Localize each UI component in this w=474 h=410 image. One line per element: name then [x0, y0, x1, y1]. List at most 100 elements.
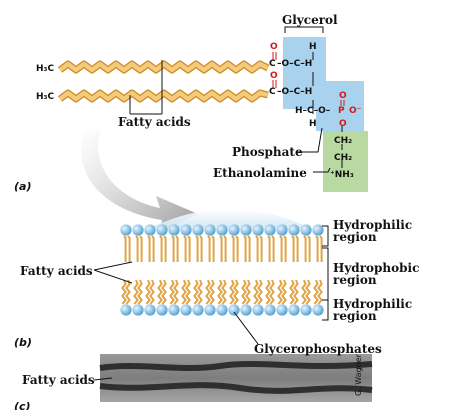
hydrophilic-bottom-label: Hydrophilic region: [333, 297, 413, 323]
lipid-tail: [307, 235, 311, 262]
atom-o-2: O: [270, 71, 278, 81]
polar-head: [180, 304, 192, 316]
lipid-tail: [147, 235, 151, 262]
polar-head: [120, 304, 132, 316]
micrograph: [100, 354, 372, 402]
polar-head: [264, 224, 276, 236]
lipid-tail: [185, 279, 191, 305]
lipid-tail: [281, 279, 287, 305]
fatty-acid-chain-upper: [57, 60, 270, 74]
lipid-tail: [211, 235, 215, 262]
lipid-tail: [283, 235, 287, 262]
glycerol-row-1: –O–C–H: [277, 59, 313, 69]
lipid-tail: [171, 235, 175, 262]
lipid-tail: [125, 279, 131, 305]
lipid-tail: [259, 235, 263, 262]
polar-head: [132, 304, 144, 316]
lipid-tail: [301, 279, 307, 305]
lipid-tail: [253, 279, 259, 305]
glycerol-label: Glycerol: [282, 13, 338, 27]
lipid-tail: [291, 235, 295, 262]
lipid-tail: [149, 279, 155, 305]
polar-head: [252, 224, 264, 236]
lipid-tail: [181, 279, 187, 305]
lipid-tail: [247, 235, 251, 262]
lipid-tail: [305, 279, 311, 305]
lipid-tail: [219, 235, 223, 262]
lipid-tail: [231, 235, 235, 262]
lipid-tail: [315, 235, 319, 262]
atom-o-top: O: [270, 42, 278, 52]
atom-p: P: [338, 106, 345, 116]
lipid-tail: [235, 235, 239, 262]
ethanolamine-label: Ethanolamine: [213, 166, 307, 180]
polar-head: [240, 224, 252, 236]
polar-head: [204, 304, 216, 316]
polar-head: [228, 304, 240, 316]
lipid-tail: [289, 279, 295, 305]
lipid-tail: [183, 235, 187, 262]
panel-label-c: (c): [14, 400, 31, 410]
lipid-tail: [265, 279, 271, 305]
curved-arrow: [81, 130, 198, 232]
lipid-tail: [163, 235, 167, 262]
polar-head: [228, 224, 240, 236]
lipid-tail: [209, 279, 215, 305]
polar-head: [288, 304, 300, 316]
glycerol-bracket: [284, 26, 324, 33]
lipid-tail: [295, 235, 299, 262]
atom-c-1: C: [269, 59, 276, 69]
ethanolamine-box: [323, 131, 368, 192]
lipid-tail: [205, 279, 211, 305]
lipid-tail: [241, 279, 247, 305]
micrograph-credit: G. Wagner: [354, 354, 363, 396]
polar-head: [312, 224, 324, 236]
phosphate-label: Phosphate: [232, 145, 303, 159]
polar-head: [240, 304, 252, 316]
polar-head: [144, 224, 156, 236]
atom-nh3: ⁺NH₃: [330, 170, 354, 180]
lipid-tail: [271, 235, 275, 262]
polar-head: [300, 304, 312, 316]
lipid-tail: [199, 235, 203, 262]
polar-head: [276, 304, 288, 316]
lipid-tail: [229, 279, 235, 305]
phosphate-box: [316, 81, 364, 131]
lipid-tail: [123, 235, 127, 262]
polar-head: [168, 304, 180, 316]
bilayer-heads: [120, 224, 324, 316]
fatty-acids-label-b: Fatty acids: [20, 264, 93, 278]
lipid-tail: [169, 279, 175, 305]
polar-head: [288, 224, 300, 236]
fatty-acids-label-a: Fatty acids: [118, 115, 191, 129]
lipid-tail: [137, 279, 143, 305]
polar-head: [216, 304, 228, 316]
lipid-tail: [303, 235, 307, 262]
polar-head: [192, 224, 204, 236]
polar-head: [192, 304, 204, 316]
lipid-tail: [269, 279, 275, 305]
atom-ch2-1: CH₂: [334, 136, 353, 146]
glycerol-row-3: H–C–O–: [295, 106, 331, 116]
lipid-tail: [223, 235, 227, 262]
lipid-tail: [267, 235, 271, 262]
atom-c-2: C: [269, 87, 276, 97]
atom-o-minus: O⁻: [349, 106, 362, 116]
bilayer-tails: [121, 235, 323, 305]
panel-label-b: (b): [14, 336, 32, 349]
fatty-acids-label-c: Fatty acids: [22, 373, 95, 387]
lipid-tail: [193, 279, 199, 305]
atom-o-p-top: O: [339, 91, 347, 101]
polar-head: [120, 224, 132, 236]
h3c-bottom: H₃C: [36, 92, 55, 102]
lipid-tail: [221, 279, 227, 305]
lipid-tail: [279, 235, 283, 262]
lipid-tail: [195, 235, 199, 262]
lipid-tail: [217, 279, 223, 305]
lipid-tail: [151, 235, 155, 262]
polar-head: [168, 224, 180, 236]
lipid-tail: [159, 235, 163, 262]
hydrophilic-top-label: Hydrophilic region: [333, 218, 413, 244]
